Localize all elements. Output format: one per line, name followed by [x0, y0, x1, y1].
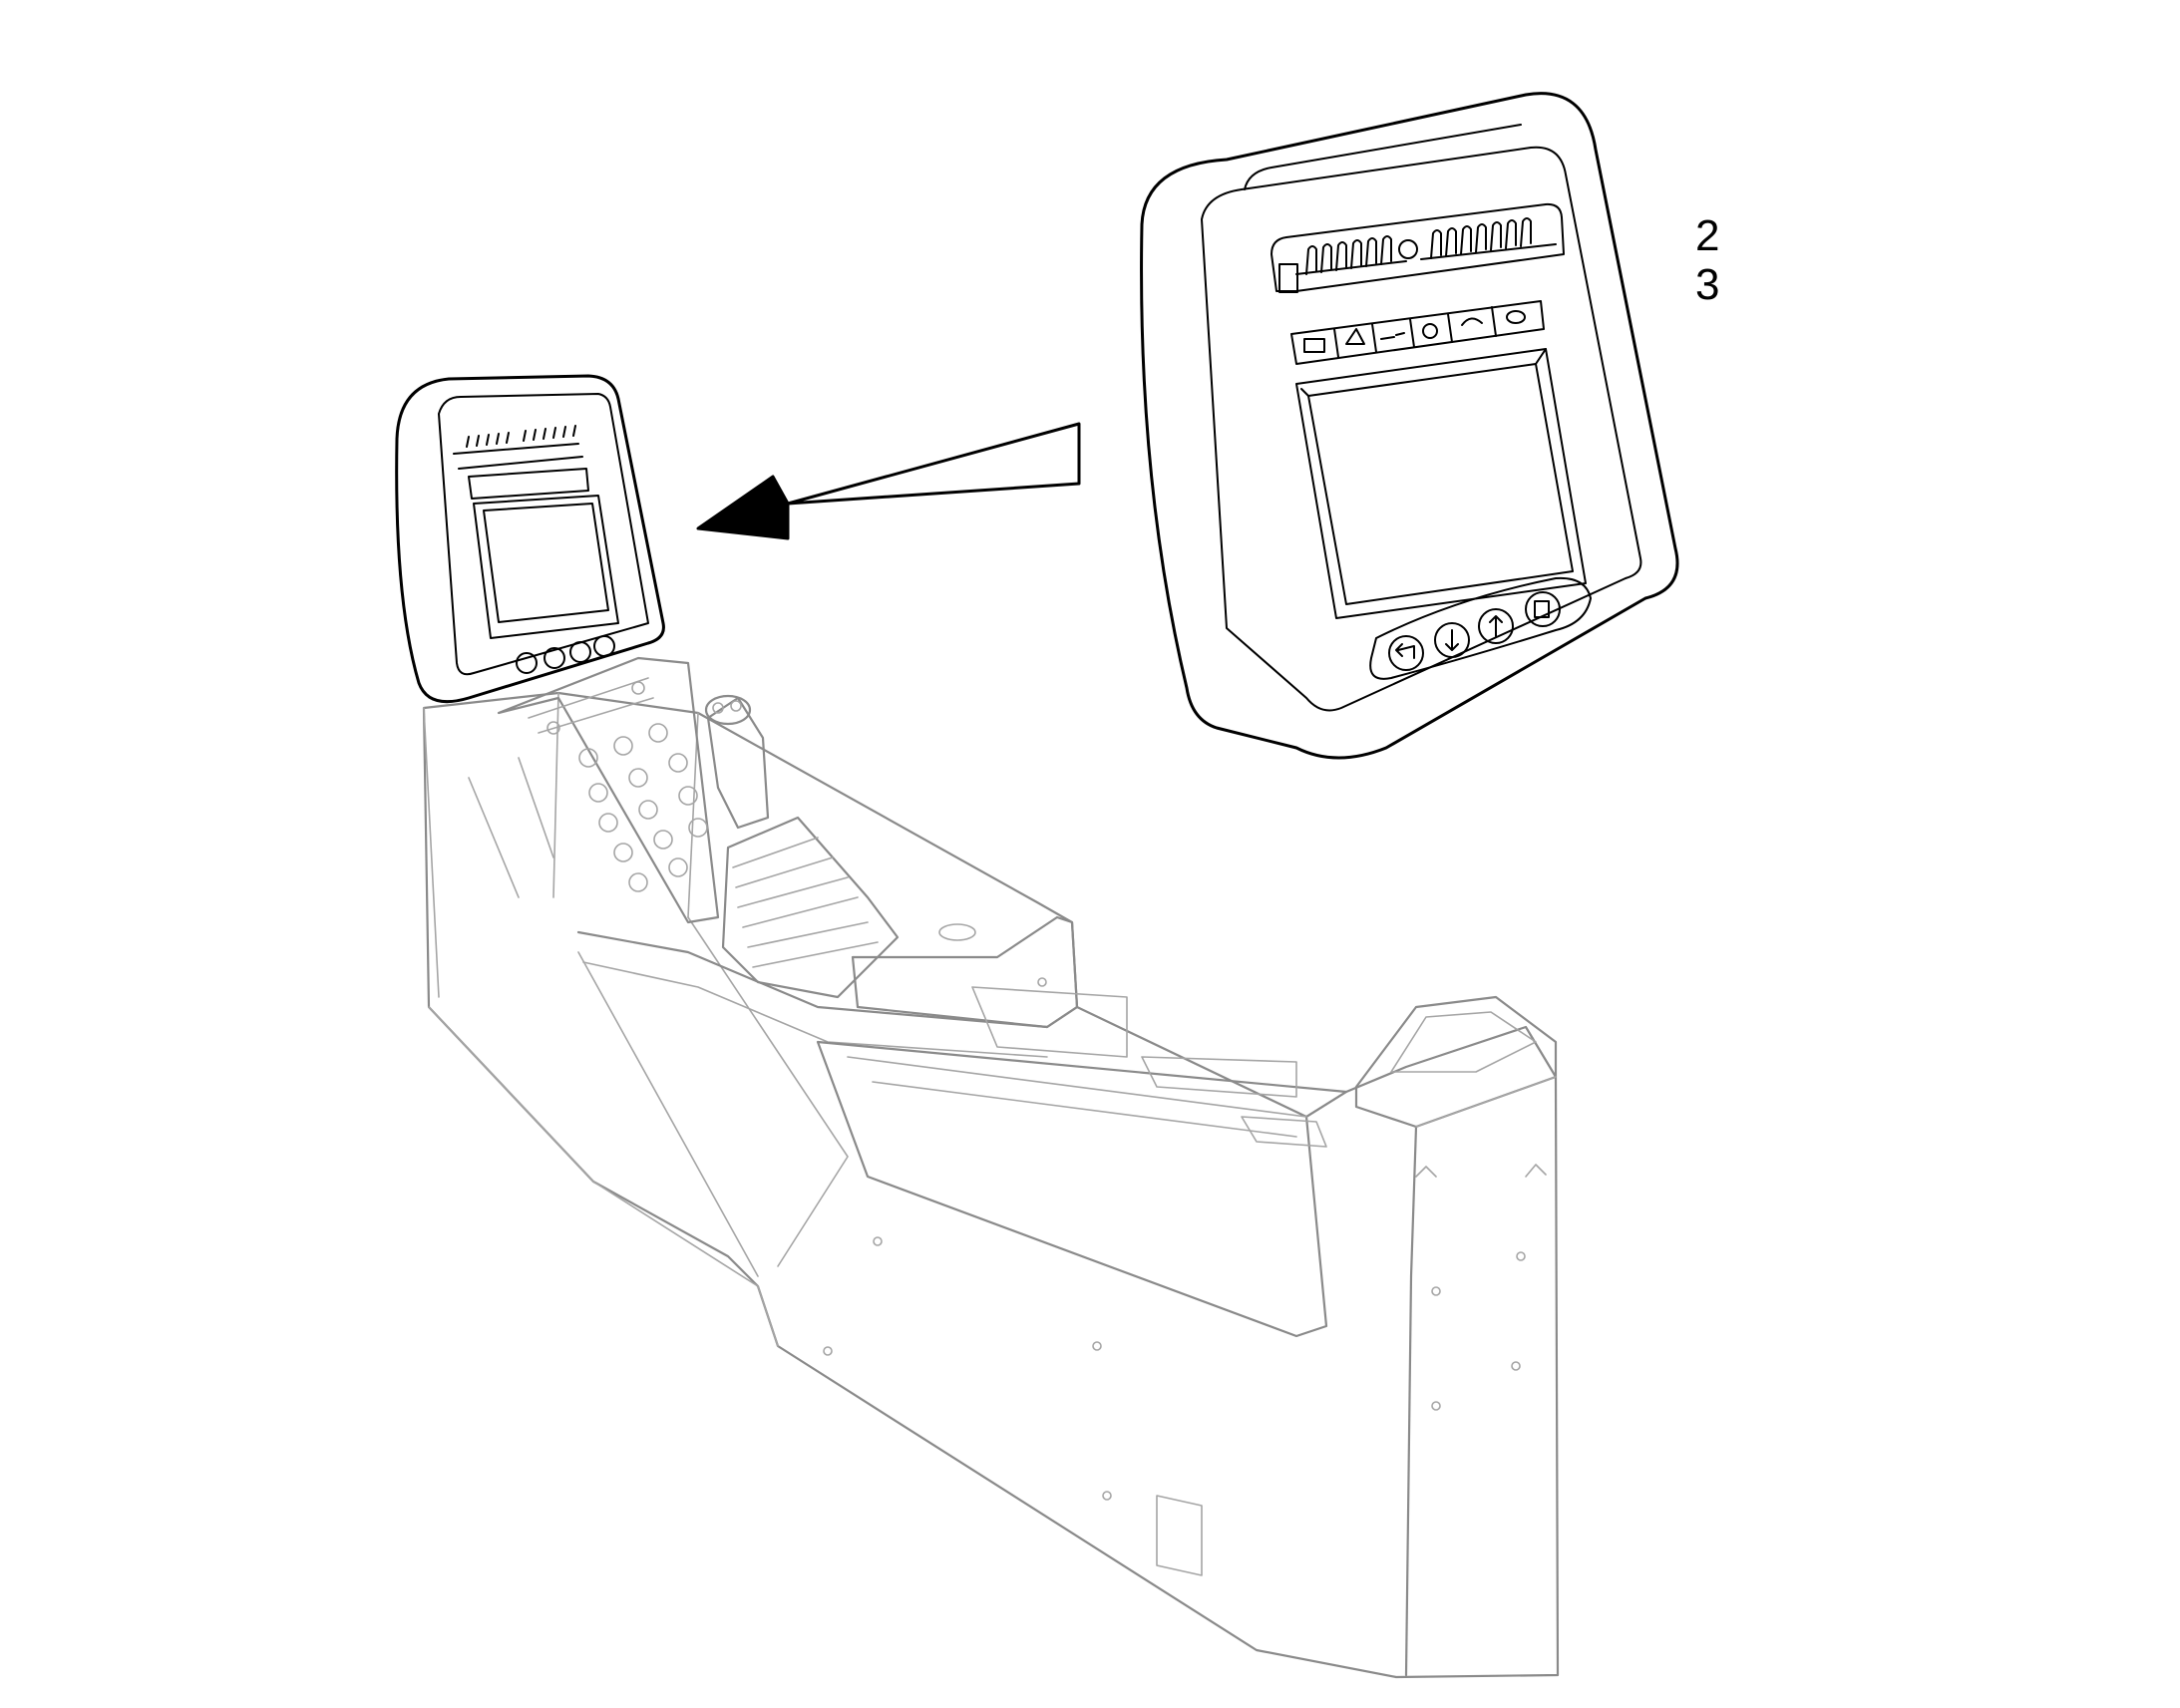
callout-number: 3: [1695, 260, 1720, 309]
operator-console: [422, 691, 1560, 1679]
arrow-down-key-icon: [1434, 622, 1470, 658]
joystick: [704, 694, 900, 999]
indicator-led-bar: [1271, 202, 1565, 293]
display-detail-enlarged: [1140, 92, 1679, 760]
lcd-screen: [1295, 348, 1587, 619]
arrow-up-key-icon: [1478, 608, 1514, 644]
battery-icon: [1303, 338, 1325, 353]
oil-pressure-icon: [1345, 328, 1365, 345]
switch-panel: [497, 656, 720, 924]
page-key-icon: [1525, 591, 1561, 627]
mounted-display-unit: [395, 374, 665, 704]
key-row: [1369, 576, 1592, 680]
callout-number: 2: [1695, 211, 1720, 260]
parking-brake-icon: [1422, 323, 1438, 339]
detail-arrow: [696, 422, 1081, 540]
glow-plug-icon: [1506, 310, 1526, 324]
turn-signal-icon: [1380, 332, 1405, 340]
coolant-temperature-icon: [1461, 317, 1483, 326]
warning-lamp-strip: [1290, 300, 1545, 365]
enter-key-icon: [1388, 635, 1424, 671]
indicator-center-icon: [1398, 239, 1418, 259]
fuel-level-icon: [1278, 263, 1298, 293]
